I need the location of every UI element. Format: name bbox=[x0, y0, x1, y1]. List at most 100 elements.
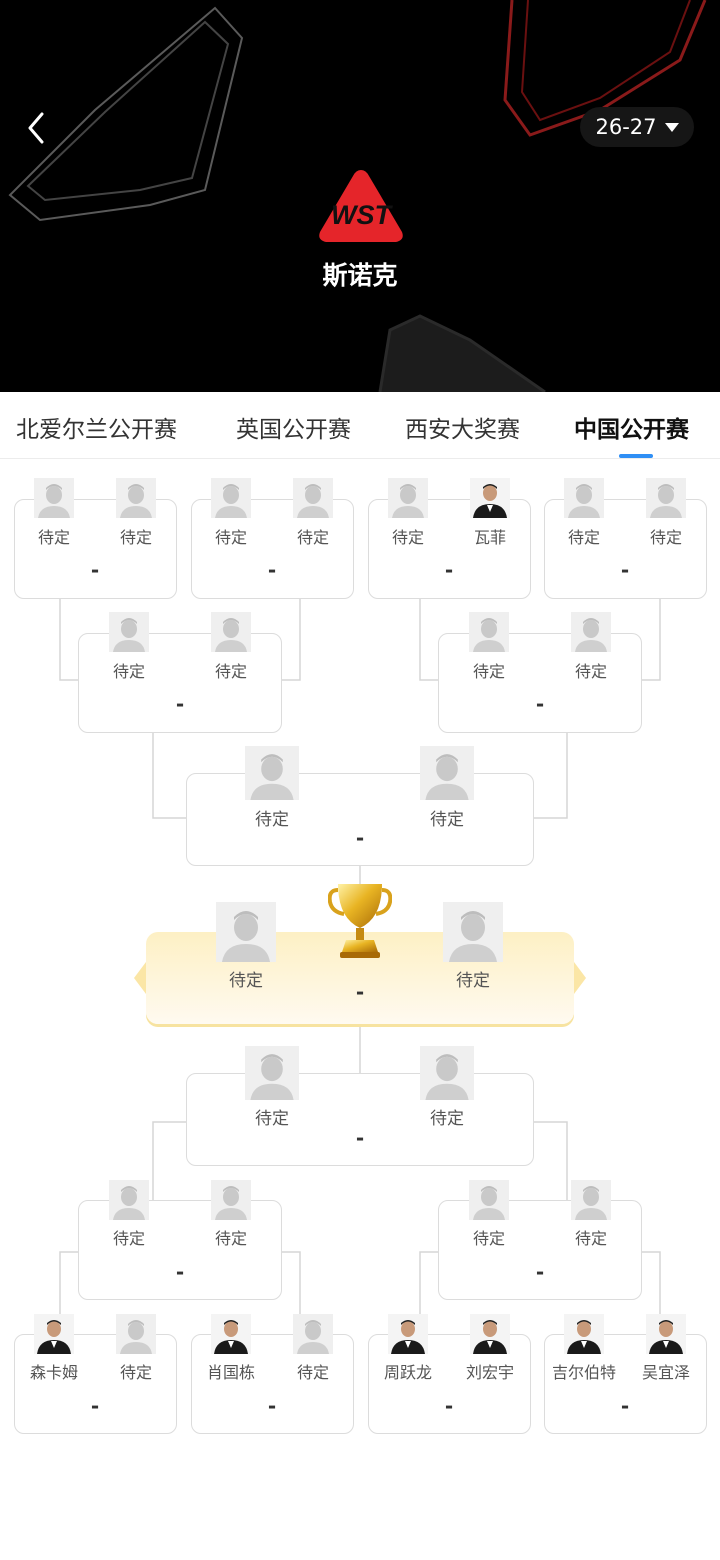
match-card[interactable] bbox=[186, 773, 534, 866]
avatar-placeholder-icon bbox=[443, 902, 503, 962]
avatar-placeholder-icon bbox=[293, 478, 333, 518]
avatar-placeholder-icon bbox=[293, 1314, 333, 1354]
player-name: 待定 bbox=[649, 528, 682, 547]
avatar-placeholder-icon bbox=[245, 1046, 299, 1100]
back-button[interactable] bbox=[20, 108, 60, 148]
player-avatar bbox=[388, 478, 428, 518]
player-photo-icon bbox=[211, 1314, 251, 1354]
active-tab-indicator bbox=[619, 454, 653, 458]
player-name: 待定 bbox=[296, 1363, 329, 1382]
player-avatar bbox=[571, 612, 611, 652]
tab-uk-open[interactable]: 英国公开赛 bbox=[236, 417, 351, 443]
player-name: 待定 bbox=[296, 528, 329, 547]
player-name: 待定 bbox=[574, 662, 607, 681]
player-name: 待定 bbox=[391, 528, 424, 547]
match-score: - bbox=[267, 558, 277, 582]
caret-down-icon bbox=[664, 122, 679, 132]
player-name: 待定 bbox=[567, 528, 600, 547]
player-name: 待定 bbox=[229, 971, 263, 991]
player-photo-icon bbox=[34, 1314, 74, 1354]
player-avatar bbox=[109, 1180, 149, 1220]
player-avatar bbox=[109, 612, 149, 652]
player-name: 周跃龙 bbox=[383, 1363, 432, 1382]
player-avatar bbox=[293, 1314, 333, 1354]
player-avatar bbox=[388, 1314, 428, 1354]
avatar-placeholder-icon bbox=[34, 478, 74, 518]
player-avatar bbox=[116, 478, 156, 518]
player-name: 待定 bbox=[112, 1229, 145, 1248]
match-score: - bbox=[535, 692, 545, 716]
player-name: 待定 bbox=[574, 1229, 607, 1248]
match-score: - bbox=[355, 980, 365, 1004]
player-avatar bbox=[564, 478, 604, 518]
avatar-placeholder-icon bbox=[116, 478, 156, 518]
player-avatar bbox=[211, 1180, 251, 1220]
player-name: 待定 bbox=[214, 662, 247, 681]
player-avatar bbox=[443, 902, 503, 962]
player-avatar bbox=[211, 612, 251, 652]
player-name: 肖国栋 bbox=[206, 1363, 255, 1382]
avatar-placeholder-icon bbox=[211, 478, 251, 518]
player-avatar bbox=[211, 478, 251, 518]
player-photo-icon bbox=[470, 478, 510, 518]
tab-xian-grand-prix[interactable]: 西安大奖赛 bbox=[405, 417, 520, 443]
player-name: 待定 bbox=[214, 1229, 247, 1248]
player-name: 待定 bbox=[214, 528, 247, 547]
player-avatar bbox=[469, 1180, 509, 1220]
match-score: - bbox=[267, 1394, 277, 1418]
match-score: - bbox=[620, 1394, 630, 1418]
player-avatar bbox=[470, 1314, 510, 1354]
player-avatar bbox=[34, 1314, 74, 1354]
player-name: 待定 bbox=[255, 1109, 289, 1129]
player-name: 吴宜泽 bbox=[641, 1363, 690, 1382]
player-name: 待定 bbox=[255, 810, 289, 830]
player-avatar bbox=[420, 746, 474, 800]
player-avatar bbox=[470, 478, 510, 518]
match-score: - bbox=[620, 558, 630, 582]
player-avatar bbox=[469, 612, 509, 652]
background-decoration bbox=[8, 0, 707, 392]
tab-northern-ireland-open[interactable]: 北爱尔兰公开赛 bbox=[16, 417, 177, 443]
player-avatar bbox=[245, 746, 299, 800]
player-avatar bbox=[571, 1180, 611, 1220]
avatar-placeholder-icon bbox=[469, 612, 509, 652]
match-score: - bbox=[90, 558, 100, 582]
match-score: - bbox=[90, 1394, 100, 1418]
match-score: - bbox=[355, 1126, 365, 1150]
avatar-placeholder-icon bbox=[211, 1180, 251, 1220]
player-avatar bbox=[420, 1046, 474, 1100]
match-score: - bbox=[175, 1260, 185, 1284]
avatar-placeholder-icon bbox=[245, 746, 299, 800]
player-name: 待定 bbox=[456, 971, 490, 991]
player-avatar bbox=[293, 478, 333, 518]
player-avatar bbox=[216, 902, 276, 962]
page-title: 斯诺克 bbox=[322, 261, 398, 290]
match-score: - bbox=[535, 1260, 545, 1284]
player-avatar bbox=[646, 478, 686, 518]
player-photo-icon bbox=[470, 1314, 510, 1354]
player-avatar bbox=[646, 1314, 686, 1354]
player-name: 待定 bbox=[430, 1109, 464, 1129]
avatar-placeholder-icon bbox=[420, 1046, 474, 1100]
season-label: 26-27 bbox=[595, 115, 657, 139]
match-card[interactable] bbox=[186, 1073, 534, 1166]
avatar-placeholder-icon bbox=[216, 902, 276, 962]
avatar-placeholder-icon bbox=[116, 1314, 156, 1354]
avatar-placeholder-icon bbox=[469, 1180, 509, 1220]
match-score: - bbox=[355, 826, 365, 850]
match-score: - bbox=[444, 558, 454, 582]
season-selector[interactable]: 26-27 bbox=[580, 107, 694, 147]
player-name: 待定 bbox=[112, 662, 145, 681]
avatar-placeholder-icon bbox=[420, 746, 474, 800]
player-photo-icon bbox=[564, 1314, 604, 1354]
tab-china-open[interactable]: 中国公开赛 bbox=[574, 417, 689, 443]
chevron-left-icon bbox=[28, 112, 44, 144]
svg-text:WST: WST bbox=[331, 200, 393, 230]
wst-logo: WST bbox=[319, 170, 403, 242]
match-score: - bbox=[444, 1394, 454, 1418]
avatar-placeholder-icon bbox=[211, 612, 251, 652]
header-banner: 26-27 WST 斯诺克 bbox=[0, 0, 720, 392]
player-name: 待定 bbox=[37, 528, 70, 547]
player-avatar bbox=[245, 1046, 299, 1100]
player-avatar bbox=[564, 1314, 604, 1354]
